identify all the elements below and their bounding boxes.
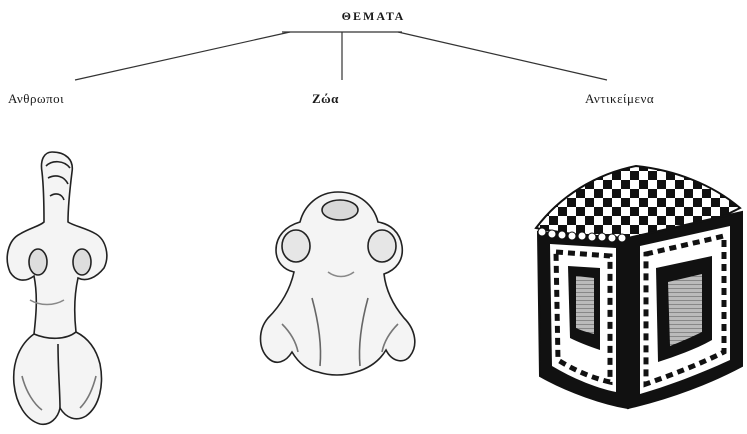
- category-objects-label: Αντικείμενα: [585, 91, 654, 107]
- connector-left: [75, 32, 290, 80]
- tree-connectors: [75, 32, 607, 80]
- diagram-root-title: ΘΕΜΑΤΑ: [0, 9, 747, 24]
- category-animals-label: Ζώα: [312, 91, 339, 107]
- house-model-icon: [536, 166, 742, 408]
- human-figurine-icon: [7, 152, 107, 424]
- connector-right: [398, 32, 607, 80]
- category-humans-label: Ανθρωποι: [8, 91, 64, 107]
- frog-figurine-icon: [261, 192, 415, 375]
